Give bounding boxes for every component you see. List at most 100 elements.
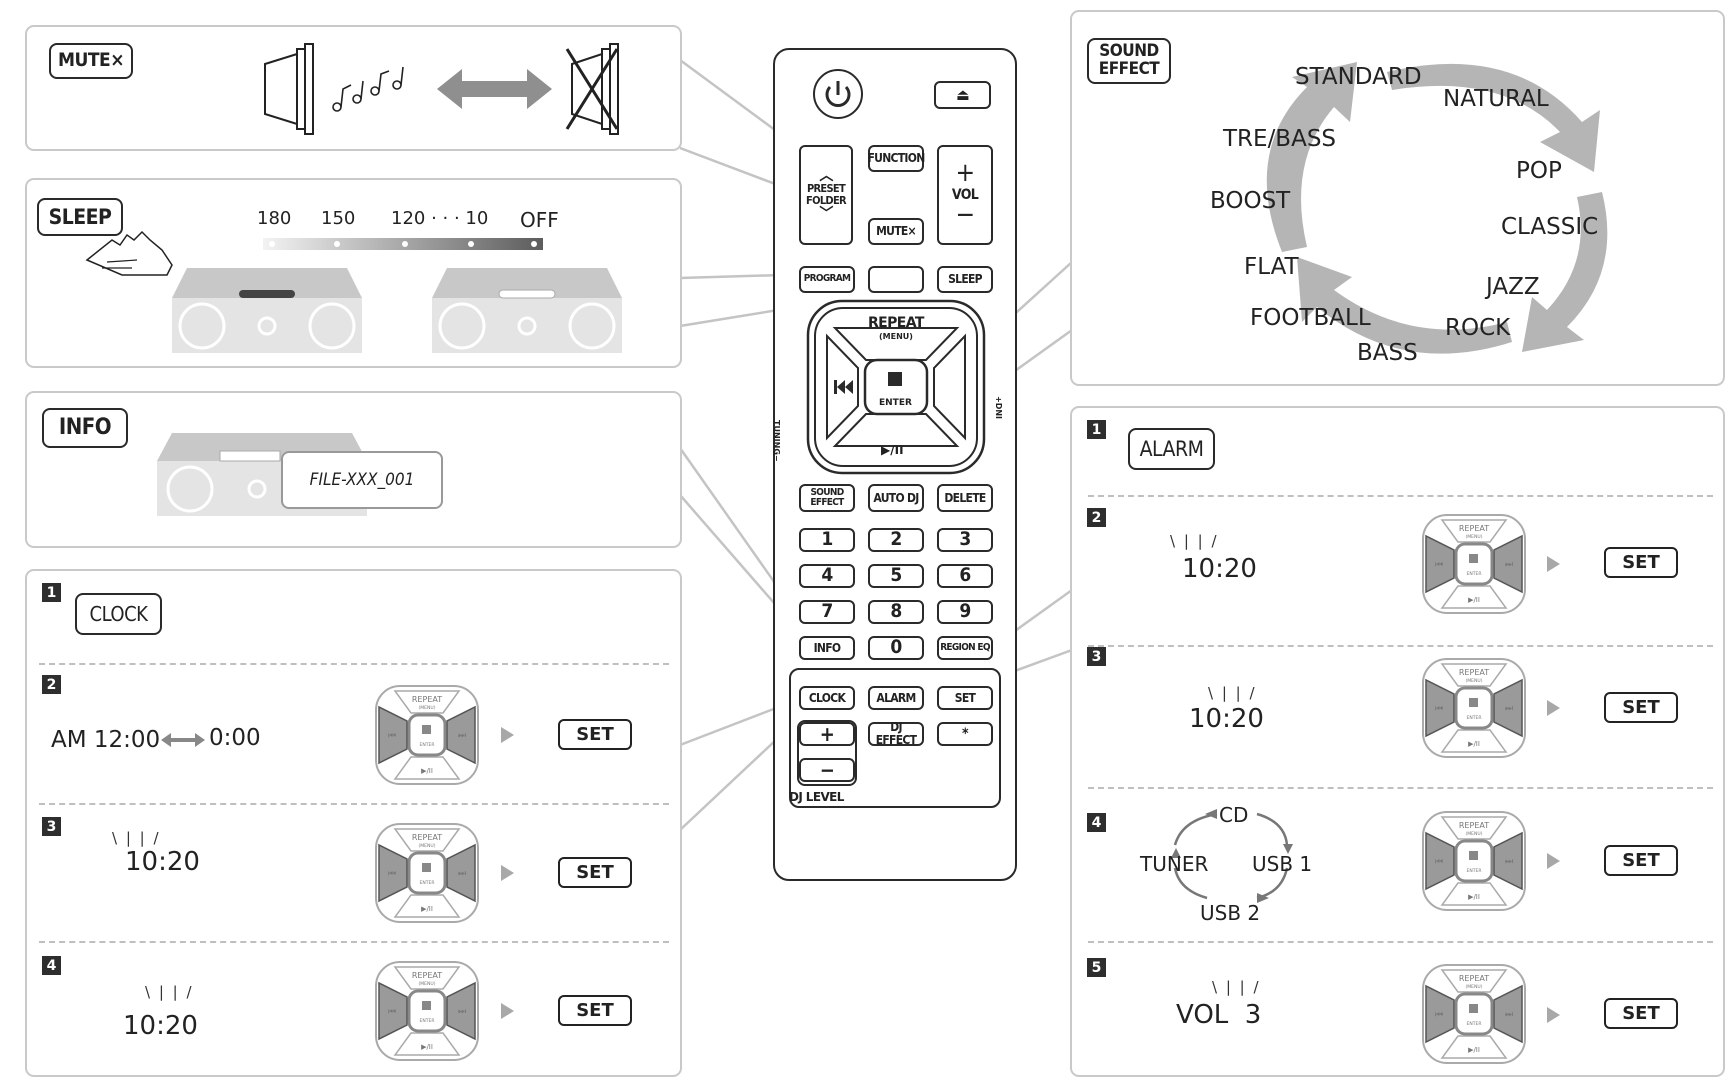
dj-section-frame [789, 668, 1001, 808]
blink-indicator: \ | | / [1208, 684, 1257, 702]
info-button[interactable]: INFO [799, 636, 855, 660]
mode-standard: STANDARD [1295, 64, 1422, 90]
dpad-prev-label: ⏮ [388, 1007, 396, 1017]
dj-level-label: DJ LEVEL [789, 790, 844, 804]
set-button[interactable]: SET [937, 686, 993, 710]
dpad-next-label: ⏭ [458, 731, 466, 741]
stereo-unit-on-illustration [172, 268, 362, 353]
power-icon[interactable] [812, 68, 864, 120]
program-button[interactable]: PROGRAM [799, 266, 855, 293]
sleep-button[interactable]: SLEEP [937, 266, 993, 293]
dj-level-plus-button[interactable]: + [799, 722, 855, 746]
digit-5-button[interactable]: 5 [868, 564, 924, 588]
dpad-play-pause-label: ▶/II [421, 905, 433, 913]
tuning-minus-label: TUNING− [772, 420, 781, 462]
clock-step-2: 2 [42, 675, 61, 694]
preset-folder-button[interactable]: ︿ PRESET FOLDER ﹀ [799, 145, 853, 245]
sound-effect-button[interactable]: SOUND EFFECT [799, 484, 855, 512]
dpad-menu-label: (MENU) [419, 843, 436, 849]
alarm-step2-set-button: SET [1604, 547, 1678, 578]
mode-natural: NATURAL [1443, 86, 1549, 112]
play-pause-label: ▶/II [881, 443, 904, 457]
mute-button[interactable]: MUTE× [868, 218, 924, 245]
repeat-menu-label: (MENU) [879, 332, 913, 341]
region-eq-button[interactable]: REGION EQ [937, 636, 993, 660]
alarm-step-5: 5 [1087, 958, 1106, 977]
dpad-repeat-label: REPEAT [1459, 668, 1489, 677]
dpad-next-label: ⏭ [1505, 560, 1513, 570]
mode-bass: BASS [1357, 340, 1418, 366]
dpad-menu-label: (MENU) [1466, 678, 1483, 684]
digit-1-button[interactable]: 1 [799, 528, 855, 552]
dpad-play-pause-label: ▶/II [421, 767, 433, 775]
function-button[interactable]: FUNCTION [867, 145, 925, 172]
repeat-label: REPEAT [868, 315, 924, 331]
clock-step3-dpad: REPEAT(MENU)ENTER▶/II⏮⏭ [373, 821, 481, 925]
digit-7-button[interactable]: 7 [799, 600, 855, 624]
clock-0000: 0:00 [209, 725, 261, 751]
auto-dj-button[interactable]: AUTO DJ [868, 484, 924, 512]
alarm-button[interactable]: ALARM [868, 686, 924, 710]
digit-2-button[interactable]: 2 [868, 528, 924, 552]
source-cd: CD [1219, 803, 1249, 827]
alarm-step-3: 3 [1087, 647, 1106, 666]
digit-6-button[interactable]: 6 [937, 564, 993, 588]
dj-effect-button[interactable]: DJ EFFECT [868, 721, 924, 746]
dpad-prev-label: ⏮ [1435, 560, 1443, 570]
blank-button[interactable] [868, 266, 924, 293]
dj-level-minus-button[interactable]: − [799, 758, 855, 782]
dpad-repeat-label: REPEAT [412, 695, 442, 704]
dpad-icon: REPEAT(MENU)ENTER▶/II⏮⏭ [375, 685, 479, 785]
info-display-text: FILE-XXX_001 [309, 470, 415, 490]
alarm-step5-dpad: REPEAT(MENU)ENTER▶/II⏮⏭ [1420, 962, 1528, 1066]
cycle-arrows-illustration [1266, 62, 1608, 354]
star-button[interactable]: * [937, 722, 993, 746]
alarm-step-2: 2 [1087, 508, 1106, 527]
mode-rock: ROCK [1445, 315, 1511, 341]
navigation-wheel[interactable] [805, 298, 987, 476]
digit-3-button[interactable]: 3 [937, 528, 993, 552]
dpad-repeat-label: REPEAT [1459, 974, 1489, 983]
dpad-prev-label: ⏮ [1435, 1010, 1443, 1020]
digit-4-button[interactable]: 4 [799, 564, 855, 588]
arrow-right-icon [501, 1003, 514, 1019]
dpad-enter-label: ENTER [420, 1018, 435, 1024]
remote-control: ⏏ ︿ PRESET FOLDER ﹀ FUNCTION MUTE× + VOL… [772, 48, 1017, 881]
delete-button[interactable]: DELETE [937, 484, 993, 512]
chevron-up-icon: ︿ [819, 167, 833, 184]
digit-9-button[interactable]: 9 [937, 600, 993, 624]
sleep-button-label: SLEEP [37, 198, 123, 236]
sleep-scale-180: 180 [257, 208, 292, 229]
dpad-prev-label: ⏮ [388, 731, 396, 741]
arrow-right-icon [1547, 556, 1560, 572]
alarm-step3-time: 10:20 [1189, 704, 1264, 734]
mute-panel: MUTE× [25, 25, 682, 151]
dpad-enter-label: ENTER [1467, 715, 1482, 721]
dpad-play-pause-label: ▶/II [1468, 596, 1480, 604]
blink-indicator: \ | | / [145, 983, 194, 1001]
clock-button[interactable]: CLOCK [799, 686, 855, 710]
clock-step3-time: 10:20 [125, 847, 200, 877]
dpad-next-label: ⏭ [1505, 704, 1513, 714]
alarm-step2-time: 10:20 [1182, 554, 1257, 584]
volume-button[interactable]: + VOL − [937, 145, 993, 245]
enter-label: ENTER [879, 398, 912, 408]
eject-button[interactable]: ⏏ [934, 81, 991, 109]
source-cycle-arrows [1171, 809, 1293, 903]
dpad-icon: REPEAT(MENU)ENTER▶/II⏮⏭ [1422, 811, 1526, 911]
blink-indicator: \ | | / [1212, 978, 1261, 996]
mode-football: FOOTBALL [1250, 305, 1371, 331]
dpad-repeat-label: REPEAT [1459, 821, 1489, 830]
alarm-step4-dpad: REPEAT(MENU)ENTER▶/II⏮⏭ [1420, 809, 1528, 913]
digit-0-button[interactable]: 0 [868, 636, 924, 660]
dpad-icon: REPEAT(MENU)ENTER▶/II⏮⏭ [1422, 658, 1526, 758]
dpad-enter-label: ENTER [420, 880, 435, 886]
source-tuner: TUNER [1140, 852, 1209, 876]
mode-boost: BOOST [1210, 188, 1291, 214]
alarm-step3-dpad: REPEAT(MENU)ENTER▶/II⏮⏭ [1420, 656, 1528, 760]
dpad-menu-label: (MENU) [419, 705, 436, 711]
arrow-right-icon [1547, 853, 1560, 869]
digit-8-button[interactable]: 8 [868, 600, 924, 624]
mode-flat: FLAT [1244, 254, 1299, 280]
dpad-menu-label: (MENU) [1466, 831, 1483, 837]
